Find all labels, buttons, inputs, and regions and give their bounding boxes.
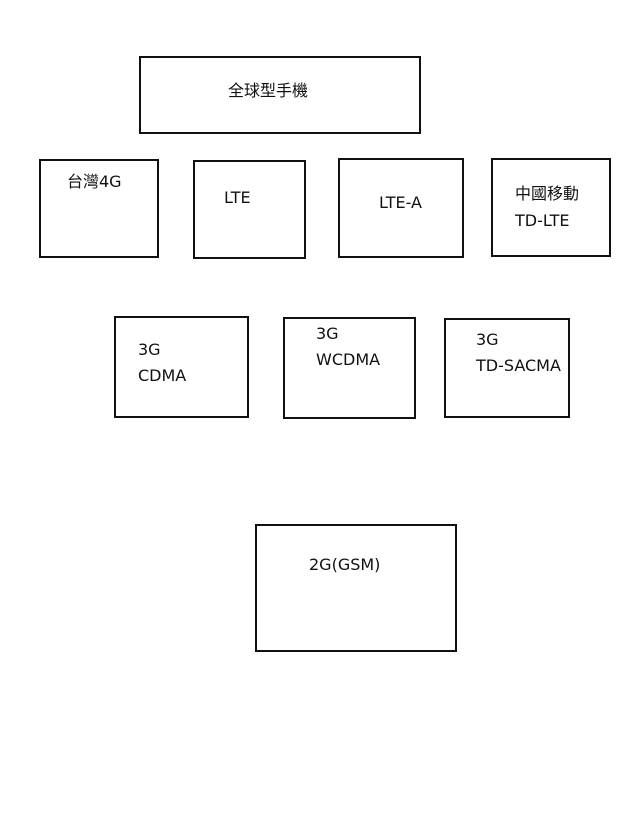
node-taiwan-4g	[39, 159, 159, 258]
node-china-mobile-td-lte-line-2: TD-LTE	[515, 211, 570, 230]
node-china-mobile-td-lte-line-1: 中國移動	[515, 184, 580, 203]
node-global-phone-label: 全球型手機	[228, 81, 309, 100]
node-td-sacma-3g-line-1: 3G	[476, 330, 499, 349]
node-gsm-2g-label: 2G(GSM)	[309, 555, 381, 574]
node-lte-a	[338, 158, 464, 258]
node-cdma-3g	[114, 316, 249, 418]
node-china-mobile-td-lte	[491, 158, 611, 257]
node-lte-a-label: LTE-A	[379, 193, 422, 212]
node-cdma-3g-line-1: 3G	[138, 340, 161, 359]
node-wcdma-3g	[283, 317, 416, 419]
node-td-sacma-3g	[444, 318, 570, 418]
node-lte	[193, 160, 306, 259]
node-lte-label: LTE	[224, 188, 251, 207]
node-gsm-2g	[255, 524, 457, 652]
node-cdma-3g-line-2: CDMA	[138, 366, 187, 385]
node-td-sacma-3g-line-2: TD-SACMA	[476, 356, 561, 375]
node-wcdma-3g-line-2: WCDMA	[316, 350, 381, 369]
node-taiwan-4g-label: 台灣4G	[67, 172, 122, 191]
node-global-phone	[139, 56, 421, 134]
node-wcdma-3g-line-1: 3G	[316, 324, 339, 343]
